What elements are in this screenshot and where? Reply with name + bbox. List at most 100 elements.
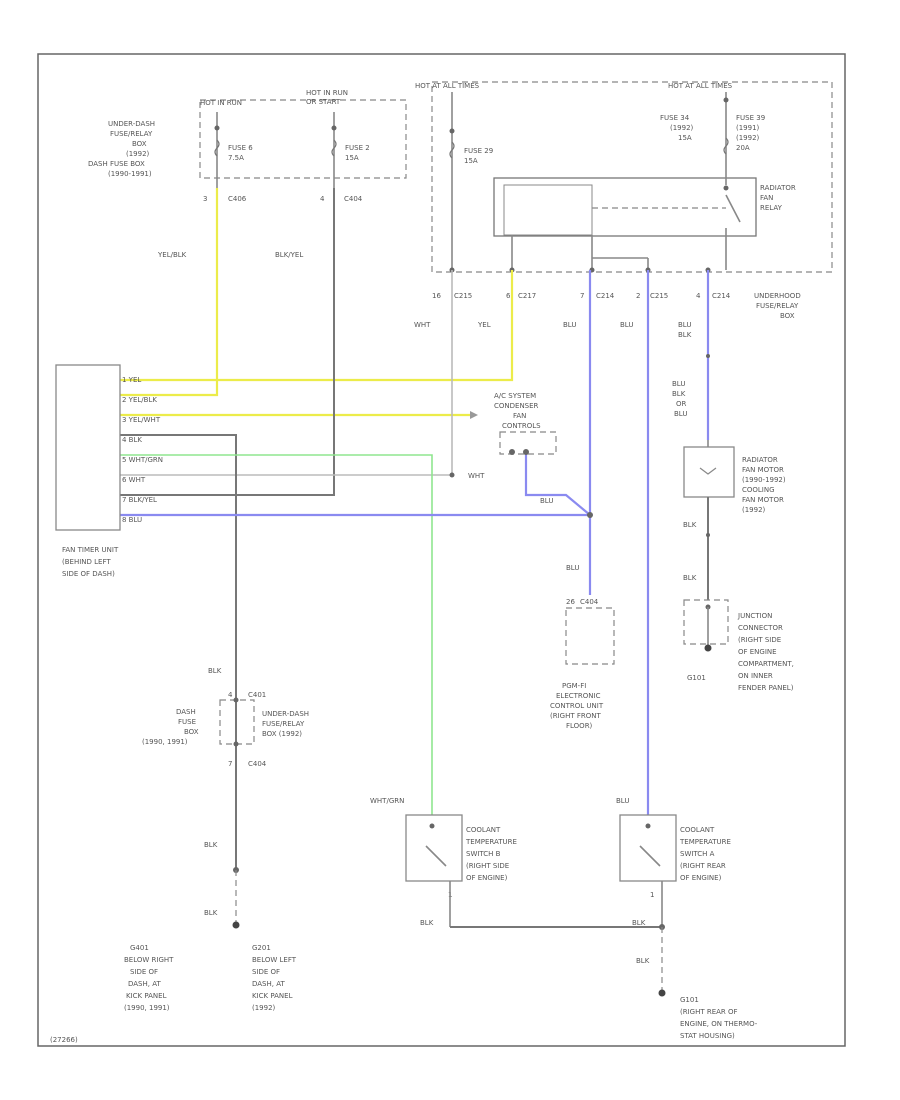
underhood-box-label: UNDERHOOD FUSE/RELAY BOX [754, 292, 801, 320]
fan-timer-unit [55, 364, 121, 531]
fan-timer-pin-5: 5 WHT/GRN [122, 456, 163, 464]
svg-text:RADIATOR: RADIATOR [742, 456, 778, 464]
c214-7-label: C214 [596, 292, 615, 300]
svg-text:BOX: BOX [132, 140, 147, 148]
wire-blk [120, 434, 237, 870]
svg-text:FAN: FAN [513, 412, 526, 420]
fan-timer-pin-6: 6 WHT [122, 476, 146, 484]
c215-2-label: C215 [650, 292, 668, 300]
svg-text:(RIGHT REAR: (RIGHT REAR [680, 862, 726, 870]
dash-fuse-lower-left-label: DASH FUSE BOX (1990, 1991) [142, 708, 199, 746]
wire-label-blu-mid: BLU [540, 497, 553, 505]
pgm-fi-connector-pin: 26 [566, 598, 575, 606]
svg-text:BELOW LEFT: BELOW LEFT [252, 956, 297, 964]
svg-text:STAT HOUSING): STAT HOUSING) [680, 1032, 735, 1040]
svg-text:FAN MOTOR: FAN MOTOR [742, 466, 784, 474]
svg-text:OF ENGINE: OF ENGINE [738, 648, 777, 656]
c406-pin: 3 [203, 195, 207, 203]
svg-text:DASH, AT: DASH, AT [252, 980, 285, 988]
svg-text:FAN TIMER UNIT: FAN TIMER UNIT [62, 546, 119, 554]
g101-label: G101 [687, 674, 706, 682]
hot-in-run-label: HOT IN RUN [200, 99, 242, 107]
relay-coil [503, 184, 593, 236]
svg-text:TEMPERATURE: TEMPERATURE [679, 838, 731, 846]
hot-in-run-start-label-1: HOT IN RUN [306, 89, 348, 97]
svg-text:UNDER-DASH: UNDER-DASH [108, 120, 155, 128]
ac-condenser-arrow [470, 411, 478, 419]
svg-text:(1990-1992): (1990-1992) [742, 476, 786, 484]
g101-ground [704, 644, 712, 652]
fuse-2-rating: 15A [345, 154, 359, 162]
dash-fuse-lower-right-label: UNDER-DASH FUSE/RELAY BOX (1992) [262, 710, 309, 738]
wire-yel-blk [120, 188, 219, 397]
fan-timer-pin-8: 8 BLU [122, 516, 142, 524]
fan-timer-pin-7: 7 BLK/YEL [122, 496, 157, 504]
switch-a-contact [639, 845, 661, 867]
c215-2-pin: 2 [636, 292, 640, 300]
coolant-switch-b-label: COOLANT TEMPERATURE SWITCH B (RIGHT SIDE… [465, 826, 517, 882]
svg-text:G201: G201 [252, 944, 271, 952]
pgm-fi-ecu [565, 607, 615, 665]
svg-text:TEMPERATURE: TEMPERATURE [465, 838, 517, 846]
svg-text:CONTROL UNIT: CONTROL UNIT [550, 702, 604, 710]
svg-text:DASH FUSE BOX: DASH FUSE BOX [88, 160, 145, 168]
svg-text:15A: 15A [678, 134, 692, 142]
c401-label: C401 [248, 691, 266, 699]
c404-pin: 4 [320, 195, 325, 203]
svg-text:G101: G101 [680, 996, 699, 1004]
wire-label-blu-2: BLU [620, 321, 633, 329]
c217-label: C217 [518, 292, 536, 300]
wire-label-yel-blk: YEL/BLK [157, 251, 187, 259]
svg-text:(1990-1991): (1990-1991) [108, 170, 152, 178]
svg-text:ON INNER: ON INNER [738, 672, 773, 680]
wire-label-blk-1: BLK [683, 521, 697, 529]
wire-label-wht-grn: WHT/GRN [370, 797, 404, 805]
switch-a-pin-1: 1 [650, 891, 654, 899]
svg-text:ELECTRONIC: ELECTRONIC [556, 692, 601, 700]
g401-label: G401 BELOW RIGHT SIDE OF DASH, AT KICK P… [124, 944, 174, 1012]
g101-lower-ground [658, 989, 666, 997]
svg-text:FUSE 39: FUSE 39 [736, 114, 765, 122]
c406-label: C406 [228, 195, 247, 203]
svg-text:(1992): (1992) [736, 134, 760, 142]
wire-label-blk-sw2: BLK [632, 919, 646, 927]
radiator-fan-relay-label: RADIATOR FAN RELAY [760, 184, 796, 212]
wire-label-blk-2: BLK [683, 574, 697, 582]
svg-text:RELAY: RELAY [760, 204, 783, 212]
c401-pin: 4 [228, 691, 233, 699]
svg-text:JUNCTION: JUNCTION [737, 612, 772, 620]
svg-text:BOX (1992): BOX (1992) [262, 730, 302, 738]
svg-text:SIDE OF DASH): SIDE OF DASH) [62, 570, 115, 578]
svg-text:FAN MOTOR: FAN MOTOR [742, 496, 784, 504]
svg-text:KICK PANEL: KICK PANEL [126, 992, 167, 1000]
fan-timer-pin-2: 2 YEL/BLK [122, 396, 157, 404]
wire-label-blu-sw2: BLU [616, 797, 629, 805]
svg-text:BLK: BLK [672, 390, 686, 398]
wire-blu-condenser [524, 452, 591, 516]
wire-label-blu-blk-mid: BLU BLK OR BLU [672, 380, 687, 418]
radiator-fan-motor-label: RADIATOR FAN MOTOR (1990-1992) COOLING F… [742, 456, 786, 514]
svg-text:SIDE OF: SIDE OF [130, 968, 158, 976]
svg-text:BOX: BOX [780, 312, 795, 320]
fuse-29-rating: 15A [464, 157, 478, 165]
wire-label-blk-3: BLK [208, 667, 222, 675]
fan-timer-pin-4: 4 BLK [122, 436, 142, 444]
svg-text:FAN: FAN [760, 194, 773, 202]
fuse-39-label: FUSE 39 (1991) (1992) 20A [736, 114, 765, 152]
fuse-2-label: FUSE 2 [345, 144, 370, 152]
c217-pin: 6 [506, 292, 511, 300]
fuse-29-label: FUSE 29 [464, 147, 493, 155]
svg-text:SWITCH A: SWITCH A [680, 850, 715, 858]
svg-text:(1991): (1991) [736, 124, 760, 132]
wire-label-wht-mid: WHT [468, 472, 485, 480]
c215-16-pin: 16 [432, 292, 441, 300]
svg-text:FUSE/RELAY: FUSE/RELAY [756, 302, 799, 310]
fan-timer-label: FAN TIMER UNIT (BEHIND LEFT SIDE OF DASH… [62, 546, 119, 578]
wire-label-blu-blk-top-1: BLU [678, 321, 691, 329]
fuse-29-symbol [449, 141, 455, 159]
c214-4-pin: 4 [696, 292, 701, 300]
c215-16-label: C215 [454, 292, 472, 300]
svg-text:ENGINE, ON THERMO-: ENGINE, ON THERMO- [680, 1020, 758, 1028]
c214-4-label: C214 [712, 292, 731, 300]
fuse-6-rating: 7.5A [228, 154, 244, 162]
